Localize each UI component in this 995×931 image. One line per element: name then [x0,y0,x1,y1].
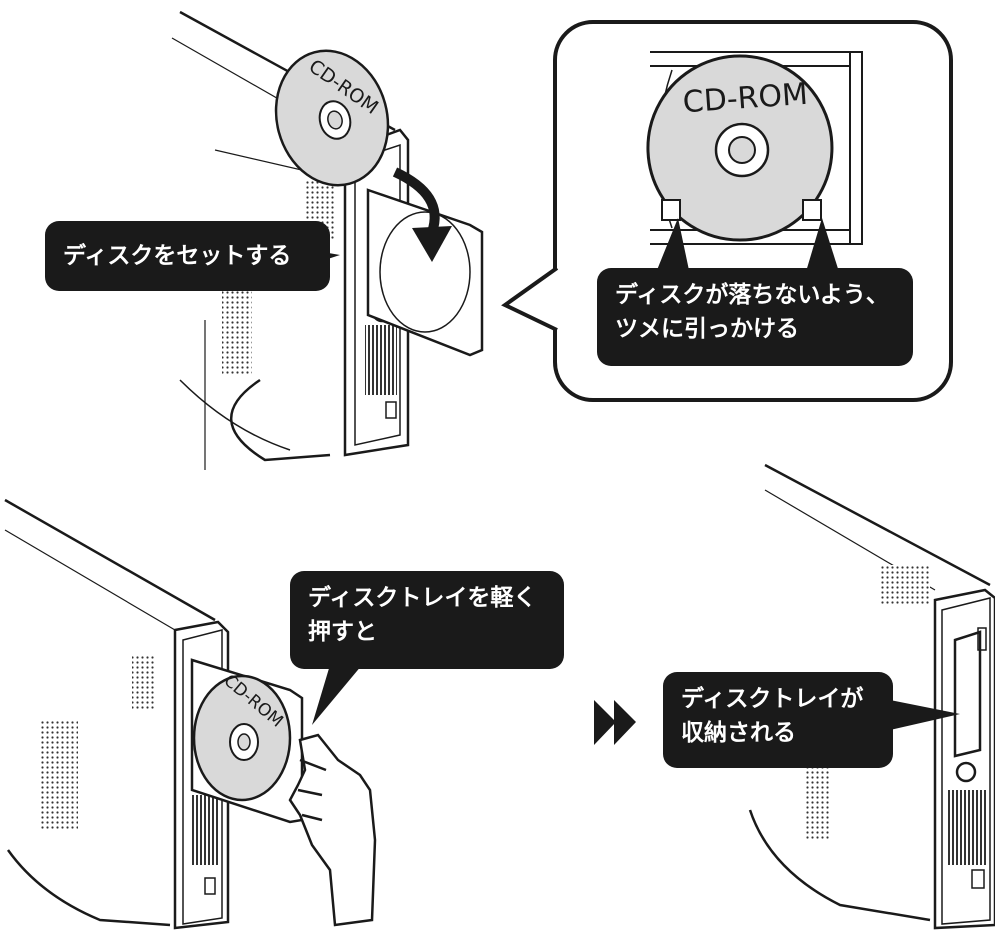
vent-bl-side [132,655,156,710]
vent-br-side [880,565,930,605]
pc-tower-bottom-left [4,498,230,930]
callout-push-tray: ディスクトレイを軽く 押すと [290,571,564,669]
disc-tray-top [366,188,484,357]
vent-bl-front [190,795,218,865]
callout-hook-claws-line2: ツメに引っかける [615,316,799,342]
callout-tail-step3 [890,700,960,730]
vent-top-side-lower [222,285,252,375]
insert-arrow-icon [392,167,452,262]
callout-hook-claws-line1: ディスクが落ちないよう、 [615,282,889,308]
pc-tower-bottom-right [748,463,995,930]
callout-tray-stored-line2: 収納される [681,720,796,746]
callout-tray-stored-line1: ディスクトレイが [681,686,864,712]
hand-icon [288,733,377,927]
disc-top: CD-ROM [274,49,390,187]
callout-hook-claws: ディスクが落ちないよう、 ツメに引っかける [597,268,913,366]
callout-tray-stored: ディスクトレイが 収納される [663,672,893,768]
vent-br-front [948,790,986,865]
vent-bl-side-lower [40,720,78,830]
vent-top-front [365,325,397,395]
callout-set-disc-text: ディスクをセットする [63,243,292,269]
double-play-arrow-icon [594,700,636,745]
callout-push-tray-line1: ディスクトレイを軽く [308,585,537,611]
callout-set-disc: ディスクをセットする [45,221,330,291]
disc-label-zoom: CD-ROM [682,77,809,121]
vent-br-side-lower [805,760,829,840]
callout-push-tray-line2: 押すと [308,619,377,645]
callout-tail-step2 [312,665,362,725]
